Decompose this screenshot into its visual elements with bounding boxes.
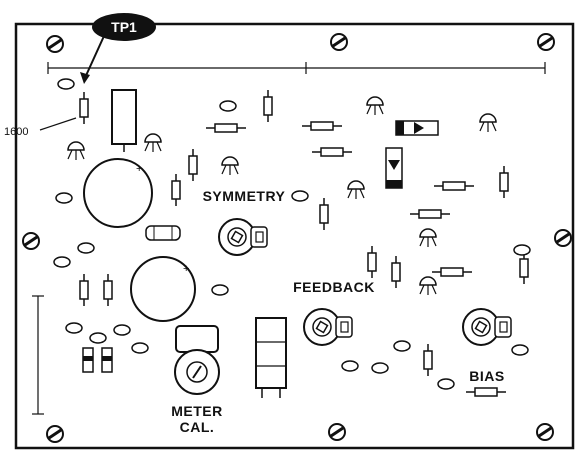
board-outline — [14, 22, 575, 450]
pad — [219, 100, 237, 112]
pad — [511, 344, 529, 356]
svg-text:+: + — [183, 263, 189, 275]
meter-cal-trimpot — [174, 325, 220, 395]
pad — [55, 192, 73, 204]
diode-icon — [82, 347, 94, 373]
capacitor-icon — [145, 225, 181, 241]
screw-icon — [535, 422, 555, 442]
screw-icon — [45, 424, 65, 444]
meter-cal-label-line1: METER — [171, 403, 223, 419]
tp1-label: TP1 — [111, 19, 137, 35]
feedback-label: FEEDBACK — [293, 279, 375, 295]
left-trace — [32, 295, 44, 415]
capacitor-icon: + — [83, 158, 153, 228]
pad — [513, 244, 531, 256]
screw-icon — [21, 231, 41, 251]
svg-text:+: + — [136, 163, 142, 175]
bias-label: BIAS — [469, 368, 504, 384]
diode-icon — [385, 147, 403, 189]
screw-icon — [45, 34, 65, 54]
pad — [57, 78, 75, 90]
pad — [393, 340, 411, 352]
pad — [341, 360, 359, 372]
screw-icon — [553, 228, 573, 248]
pad — [371, 362, 389, 374]
screw-icon — [327, 422, 347, 442]
pad — [211, 284, 229, 296]
diode-icon — [101, 347, 113, 373]
pad — [77, 242, 95, 254]
tp1-callout: TP1 — [80, 13, 156, 84]
screw-icon — [536, 32, 556, 52]
pad — [89, 332, 107, 344]
symmetry-label: SYMMETRY — [203, 188, 286, 204]
capacitor-icon — [111, 89, 137, 152]
screw-icon — [329, 32, 349, 52]
pad — [113, 324, 131, 336]
resistor-1600-label: 1600 — [4, 126, 28, 138]
pad — [65, 322, 83, 334]
top-trace — [47, 62, 546, 74]
capacitor-icon: + — [130, 256, 196, 322]
pad — [291, 190, 309, 202]
pad — [437, 378, 455, 390]
pad — [53, 256, 71, 268]
connector-block — [255, 317, 287, 398]
diode-icon — [395, 120, 439, 136]
pad — [131, 342, 149, 354]
meter-cal-label-line2: CAL. — [180, 419, 215, 435]
